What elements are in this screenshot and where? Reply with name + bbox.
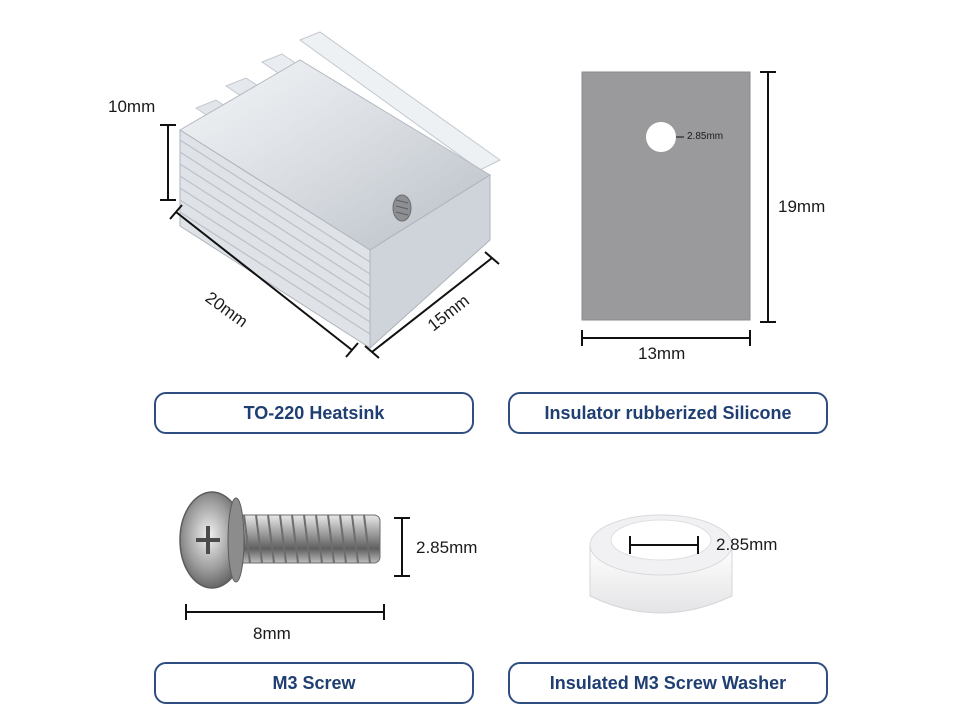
- heatsink-height-label: 10mm: [108, 97, 156, 116]
- screw-image: [179, 491, 381, 589]
- insulator-dimension-lines: [581, 71, 776, 346]
- heatsink-name-label: TO-220 Heatsink: [154, 392, 474, 434]
- insulator-pad-image: [581, 71, 751, 321]
- washer-name-label: Insulated M3 Screw Washer: [508, 662, 828, 704]
- washer-image: [589, 514, 733, 614]
- screw-diameter-label: 2.85mm: [416, 538, 478, 557]
- heatsink-image: [179, 31, 501, 350]
- insulator-hole-label: 2.85mm: [687, 131, 724, 142]
- screw-length-label: 8mm: [253, 624, 291, 643]
- insulator-height-label: 19mm: [778, 197, 826, 216]
- insulator-name-label: Insulator rubberized Silicone: [508, 392, 828, 434]
- screw-name-label: M3 Screw: [154, 662, 474, 704]
- screw-dimension-lines: [185, 517, 410, 620]
- heatsink-dimension-lines: [160, 124, 500, 359]
- washer-inner-label: 2.85mm: [716, 535, 778, 554]
- insulator-width-label: 13mm: [638, 344, 686, 363]
- washer-dimension-lines: [629, 536, 699, 554]
